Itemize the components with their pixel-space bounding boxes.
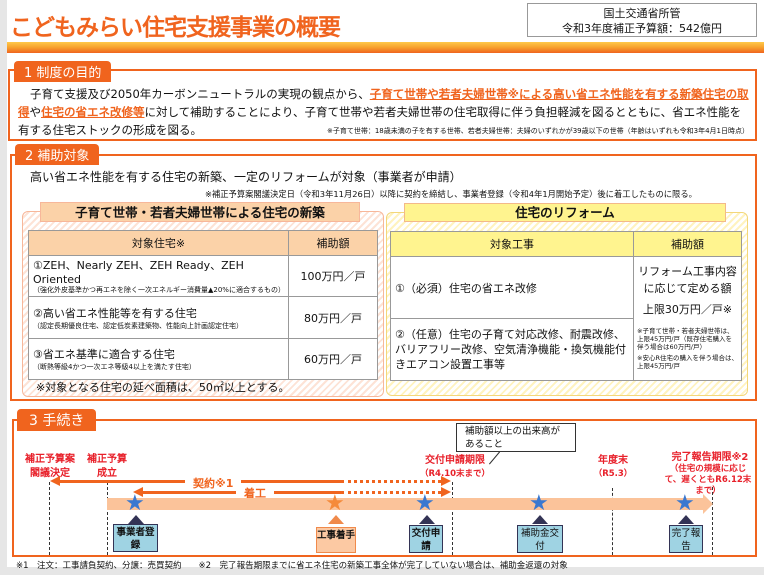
purpose-text: 子育て支援及び2050年カーボンニュートラルの実現の観点から、 bbox=[30, 87, 370, 101]
milestone-report-sub: （住宅の規模に応じて、遅くともR6.12末まで） bbox=[664, 464, 752, 496]
construction-label: 着工 bbox=[236, 485, 274, 501]
table-row: ②（任意）住宅の子育て対応改修、耐震改修、バリアフリー改修、空気清浄機能・換気機… bbox=[390, 318, 742, 381]
purpose-highlight: 住宅の省エネ改修等 bbox=[41, 105, 145, 119]
up-arrow-icon bbox=[419, 515, 435, 524]
table-row: ①（必須）住宅の省エネ改修 リフォーム工事内容に応じて定める額 上限30万円／戸… bbox=[390, 256, 742, 381]
col-header: 対象住宅※ bbox=[28, 230, 289, 256]
row-sub: （認定長期優良住宅、認定低炭素建築物、性能向上計画認定住宅） bbox=[33, 321, 243, 330]
step-registration: 事業者登録 bbox=[113, 524, 158, 552]
row-sub: （強化外皮基準かつ再エネを除く一次エネルギー消費量▲20%に適合するもの） bbox=[33, 286, 285, 294]
reform-item: ①（必須）住宅の省エネ改修 bbox=[390, 256, 634, 319]
step-application: 交付申請 bbox=[409, 525, 443, 553]
milestone-passed: 補正予算成立 bbox=[87, 454, 127, 479]
dashed-line bbox=[49, 482, 50, 555]
milestone-deadline: 交付申請期限 bbox=[425, 455, 485, 466]
reform-note: ※安心R住宅の購入を伴う場合は、上限45万円/戸 bbox=[637, 354, 738, 370]
table-row: ①ZEH、Nearly ZEH、ZEH Ready、ZEH Oriented（強… bbox=[28, 255, 378, 297]
arrow-head-icon bbox=[50, 476, 60, 486]
dashed-line bbox=[107, 482, 108, 555]
section-tab-purpose: 1 制度の目的 bbox=[14, 61, 112, 82]
section-tab-eligibility: 2 補助対象 bbox=[15, 144, 100, 165]
ministry: 国土交通省所管 bbox=[603, 7, 681, 20]
arrow-head-icon bbox=[133, 487, 143, 497]
up-arrow-icon bbox=[328, 515, 344, 524]
dashed-line bbox=[712, 487, 713, 555]
reform-item: ②（任意）住宅の子育て対応改修、耐震改修、バリアフリー改修、空気清浄機能・換気機… bbox=[390, 318, 634, 381]
header-band bbox=[7, 42, 764, 53]
contract-label: 契約※1 bbox=[185, 475, 242, 491]
arrow-head-icon bbox=[441, 487, 451, 497]
table-row: ③省エネ基準に適合する住宅 （断熱等級4かつ一次エネ等級4以上を満たす住宅） 60万… bbox=[28, 338, 378, 380]
step-report: 完了報告 bbox=[669, 525, 703, 553]
purpose-text: に対して補助することにより、子育て世帯や若者夫婦世帯の住宅取得に伴う負担軽減を図… bbox=[18, 105, 742, 137]
row-title: ①ZEH、Nearly ZEH、ZEH Ready、ZEH Oriented bbox=[33, 259, 244, 286]
row-title: ③省エネ基準に適合する住宅 bbox=[33, 348, 175, 361]
page-edge bbox=[0, 567, 764, 575]
amount: 100万円／戸 bbox=[288, 255, 378, 297]
budget-amount: 令和3年度補正予算額：542億円 bbox=[562, 22, 722, 35]
contract-dotted bbox=[341, 480, 441, 483]
row-title: ②高い省エネ性能等を有する住宅 bbox=[33, 306, 197, 320]
milestone-fy-end: 年度末 bbox=[598, 455, 628, 466]
budget-box: 国土交通省所管 令和3年度補正予算額：542億円 bbox=[527, 3, 757, 37]
amount: 60万円／戸 bbox=[288, 338, 378, 380]
milestone-report: 完了報告期限※2 bbox=[671, 452, 749, 463]
star-icon: ★ bbox=[675, 491, 695, 516]
timeline-band bbox=[107, 498, 703, 510]
new-build-table: 対象住宅※補助額 ①ZEH、Nearly ZEH、ZEH Ready、ZEH O… bbox=[28, 230, 378, 380]
star-icon: ★ bbox=[529, 491, 549, 516]
reform-cap: 上限30万円／戸※ bbox=[642, 303, 733, 316]
col-header: 補助額 bbox=[633, 231, 742, 257]
reform-amount: リフォーム工事内容に応じて定める額 bbox=[638, 265, 737, 295]
eligibility-lead: 高い省エネ性能を有する住宅の新築、一定のリフォームが対象（事業者が申請） bbox=[30, 170, 462, 184]
reform-heading: 住宅のリフォーム bbox=[404, 203, 726, 222]
timeline-arrow-head-icon bbox=[703, 494, 713, 514]
milestone-fy-end-sub: （R5.3） bbox=[593, 469, 633, 479]
eligibility-note: ※補正予算案閣議決定日（令和3年11月26日）以降に契約を締結し、事業者登録（令… bbox=[205, 189, 697, 199]
callout: 補助額以上の出来高があること bbox=[456, 423, 576, 452]
page-title: こどもみらい住宅支援事業の概要 bbox=[10, 15, 341, 41]
purpose-text: や bbox=[29, 105, 42, 119]
purpose-note: ※子育て世帯：18歳未満の子を有する世帯、若者夫婦世帯：夫婦のいずれかが39歳以… bbox=[326, 127, 749, 135]
star-icon: ★ bbox=[325, 491, 345, 516]
table-row: ②高い省エネ性能等を有する住宅（認定長期優良住宅、認定低炭素建築物、性能向上計画… bbox=[28, 296, 378, 339]
col-header: 補助額 bbox=[288, 230, 378, 256]
arrow-head-icon bbox=[441, 476, 451, 486]
new-build-heading: 子育て世帯・若者夫婦世帯による住宅の新築 bbox=[40, 202, 360, 222]
reform-note: ※子育て世帯・若者夫婦世帯は、上限45万円/戸（既存住宅購入を伴う場合は60万円… bbox=[637, 327, 734, 351]
up-arrow-icon bbox=[532, 515, 548, 524]
section-purpose: 子育て支援及び2050年カーボンニュートラルの実現の観点から、子育て世帯や若者夫… bbox=[8, 69, 757, 141]
up-arrow-icon bbox=[678, 515, 694, 524]
star-icon: ★ bbox=[125, 491, 145, 516]
up-arrow-icon bbox=[128, 515, 144, 524]
amount: 80万円／戸 bbox=[288, 296, 378, 339]
page-edge bbox=[0, 0, 7, 575]
purpose-highlight: 子育て世帯や若者夫婦世帯※による高い省エネ性能を有する新築住宅の取得 bbox=[18, 87, 749, 119]
dashed-line bbox=[612, 488, 613, 555]
procedure-footnote: ※1 注文：工事請負契約、分譲：売買契約 ※2 完了報告期限までに省エネ住宅の新… bbox=[16, 561, 568, 571]
milestone-cabinet: 補正予算案閣議決定 bbox=[25, 454, 75, 479]
milestone-deadline-sub: （R4.10末まで） bbox=[420, 469, 491, 479]
star-icon: ★ bbox=[415, 491, 435, 516]
row-sub: （断熱等級4かつ一次エネ等級4以上を満たす住宅） bbox=[33, 363, 196, 371]
col-header: 対象工事 bbox=[390, 231, 634, 257]
reform-table: 対象工事補助額 ①（必須）住宅の省エネ改修 リフォーム工事内容に応じて定める額 … bbox=[390, 231, 742, 381]
new-build-footer: ※対象となる住宅の延べ面積は、50㎡以上とする。 bbox=[36, 381, 290, 394]
construction-dotted bbox=[341, 491, 441, 494]
step-payment: 補助金交付 bbox=[517, 525, 563, 553]
dashed-line bbox=[452, 482, 453, 555]
section-tab-procedure: 3 手続き bbox=[17, 409, 97, 431]
step-start: 工事着手 bbox=[316, 527, 356, 553]
